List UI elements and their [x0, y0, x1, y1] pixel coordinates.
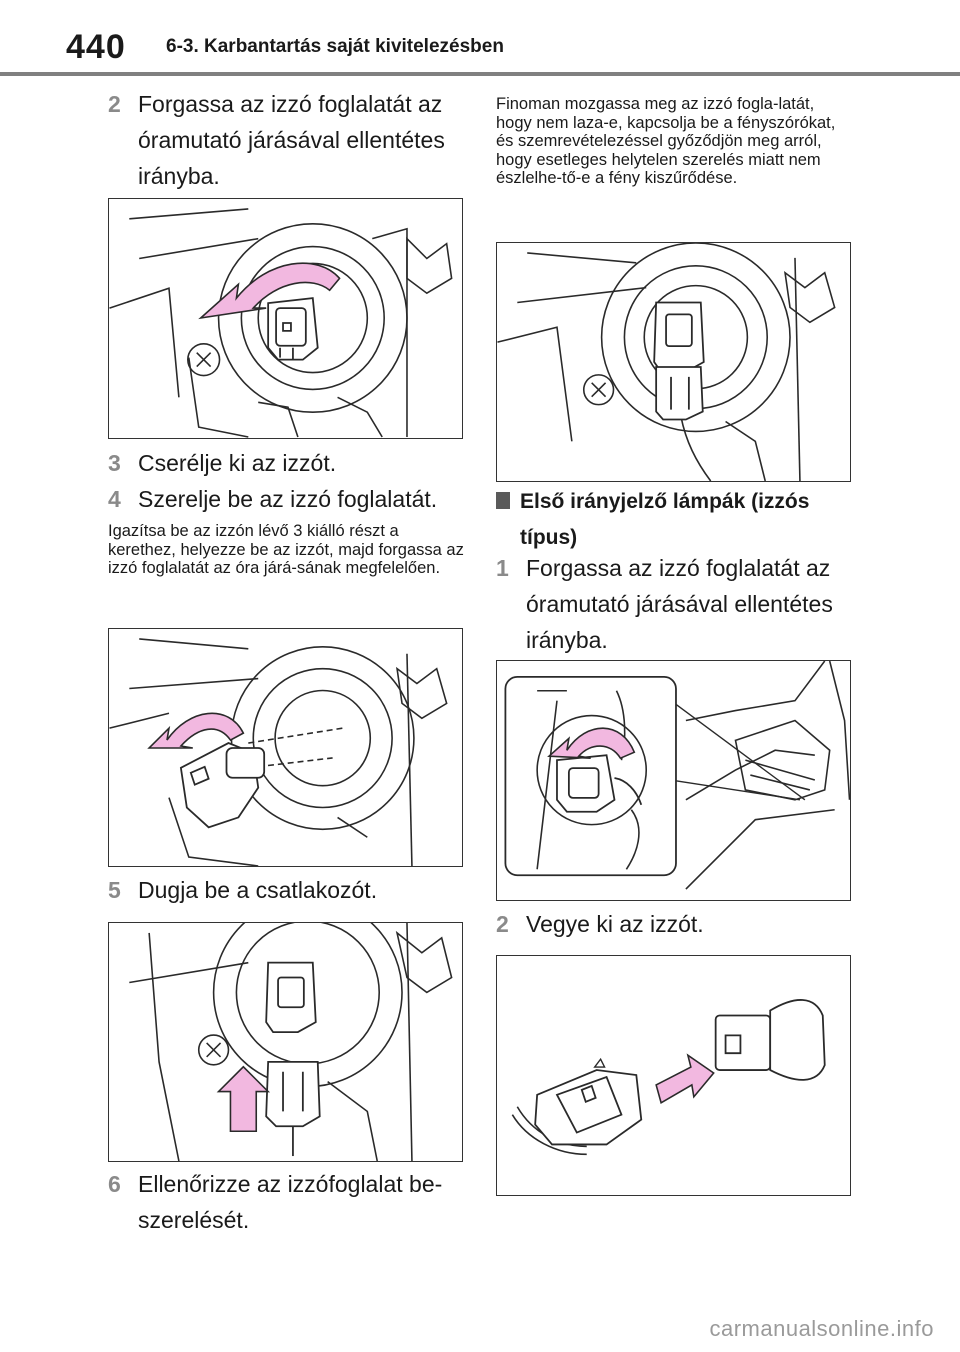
step-5-connect-connector: 5 Dugja be a csatlakozót.: [108, 872, 466, 908]
step-text: Forgassa az izzó foglalatát az óramutató…: [138, 91, 445, 189]
watermark: carmanualsonline.info: [709, 1316, 934, 1341]
step-number: 3: [108, 450, 121, 476]
step-text: Vegye ki az izzót.: [526, 911, 704, 937]
step-text: Dugja be a csatlakozót.: [138, 877, 378, 903]
figure-rotate-socket-ccw: [108, 198, 463, 439]
step-number: 6: [108, 1171, 121, 1197]
note-check-socket: Finoman mozgassa meg az izzó fogla-latát…: [496, 95, 836, 187]
rotate-arrow: [198, 262, 341, 320]
page-number: 440: [66, 28, 126, 66]
step-1-rotate-turn-signal-socket: 1 Forgassa az izzó foglalatát az óramuta…: [496, 550, 854, 658]
step-text: Cserélje ki az izzót.: [138, 450, 337, 476]
header-divider: [0, 72, 960, 76]
illustration-bulb-removal: [511, 999, 826, 1156]
step-text: Szerelje be az izzó foglalatát.: [138, 486, 438, 512]
step-text: Ellenőrizze az izzófoglalat be-szerelésé…: [138, 1171, 443, 1233]
illustration-headlamp-socket-rotate: [109, 208, 453, 438]
page-header: 440 6-3. Karbantartás saját kivitelezésb…: [0, 0, 960, 80]
step-number: 2: [108, 91, 121, 117]
section-title: 6-3. Karbantartás saját kivitelezésben: [166, 36, 504, 57]
illustration-headlamp-socket-install: [109, 638, 448, 866]
figure-remove-bulb: [496, 955, 851, 1196]
rotate-arrow: [547, 727, 636, 760]
illustration-socket-installed: [497, 243, 836, 481]
rotate-arrow: [147, 712, 245, 749]
push-arrow: [216, 1065, 271, 1133]
step-3-replace-bulb: 3 Cserélje ki az izzót.: [108, 445, 466, 481]
step-number: 1: [496, 555, 509, 581]
figure-turn-signal-socket: [496, 660, 851, 901]
insert-arrow: [655, 1053, 715, 1104]
illustration-connector-plug: [129, 923, 453, 1161]
step-text: Forgassa az izzó foglalatát az óramutató…: [526, 555, 833, 653]
step-6-check-socket: 6 Ellenőrizze az izzófoglalat be-szerelé…: [108, 1166, 466, 1238]
figure-rotate-socket-cw: [108, 628, 463, 867]
section-heading-front-turn-signal: Első irányjelző lámpák (izzós típus): [496, 484, 854, 556]
step-4-install-socket: 4 Szerelje be az izzó foglalatát.: [108, 481, 466, 517]
step-2-remove-socket: 2 Forgassa az izzó foglalatát az óramuta…: [108, 86, 466, 194]
step-number: 5: [108, 877, 121, 903]
heading-square-icon: [496, 492, 510, 509]
step-number: 4: [108, 486, 121, 512]
step-number: 2: [496, 911, 509, 937]
note-align-bulb: Igazítsa be az izzón lévő 3 kiálló részt…: [108, 522, 464, 577]
illustration-turn-signal-location: [504, 661, 850, 890]
step-2-remove-bulb: 2 Vegye ki az izzót.: [496, 906, 854, 942]
figure-socket-installed: [496, 242, 851, 482]
figure-plug-connector: [108, 922, 463, 1162]
